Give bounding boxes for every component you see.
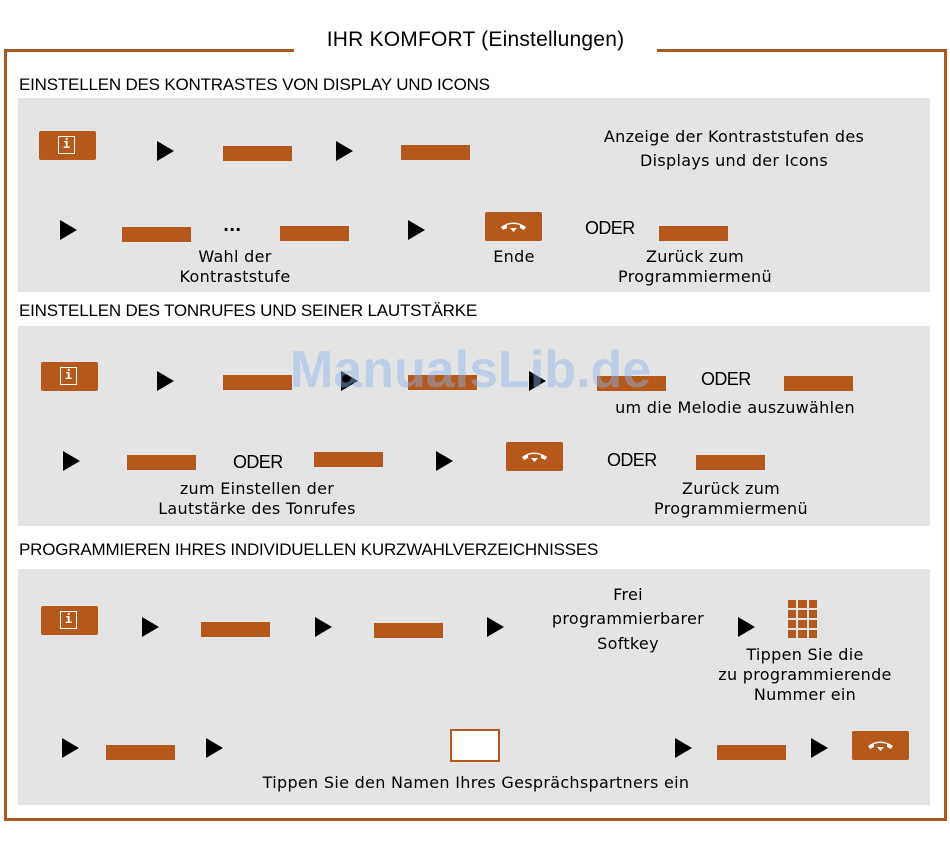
oder-label: ODER (585, 218, 635, 238)
section-panel-contrast: i Anzeige der Kontraststufen des Display… (18, 98, 930, 292)
hangup-key[interactable] (852, 731, 909, 760)
volume-label-line-1: zum Einstellen der (179, 479, 335, 498)
softkey-label-line-2: programmierbarer (551, 609, 705, 628)
oder-label: ODER (701, 369, 751, 389)
section-heading-contrast: EINSTELLEN DES KONTRASTES VON DISPLAY UN… (19, 75, 490, 94)
section-heading-speed-dial: PROGRAMMIEREN IHRES INDIVIDUELLEN KURZWA… (19, 540, 599, 559)
contrast-choice-line-1: Wahl der (198, 247, 272, 266)
contrast-info-line-2: Displays und der Icons (640, 151, 828, 170)
softkey[interactable] (784, 376, 853, 391)
end-label: Ende (493, 247, 535, 266)
oder-label: ODER (607, 450, 657, 470)
back-label-line-1: Zurück zum (645, 247, 745, 266)
softkey-label-line-3: Softkey (597, 634, 659, 653)
arrow-icon (315, 617, 332, 637)
softkey[interactable] (223, 146, 292, 161)
arrow-icon (336, 141, 353, 161)
section-panel-ringtone: i ODER um die Melodie auszuwählen ODER O… (18, 326, 930, 526)
softkey[interactable] (201, 622, 270, 637)
melody-label: um die Melodie auszuwählen (615, 398, 855, 417)
info-key[interactable]: i (41, 362, 98, 391)
softkey[interactable] (408, 375, 477, 390)
arrow-icon (408, 220, 425, 240)
hangup-key[interactable] (506, 442, 563, 471)
section-heading-ringtone: EINSTELLEN DES TONRUFES UND SEINER LAUTS… (19, 301, 477, 320)
handset-down-icon (868, 741, 893, 751)
softkey[interactable] (280, 226, 349, 241)
hangup-key[interactable] (485, 212, 542, 241)
name-input-field[interactable] (450, 729, 500, 762)
arrow-icon (157, 371, 174, 391)
info-key-icon: i (64, 368, 73, 382)
handset-down-icon (501, 222, 526, 232)
ellipsis: ... (223, 216, 242, 235)
info-key[interactable]: i (41, 606, 98, 635)
arrow-icon (436, 451, 453, 471)
number-label-line-2: zu programmierende (718, 665, 892, 684)
arrow-icon (738, 617, 755, 637)
arrow-icon (341, 371, 358, 391)
arrow-icon (811, 738, 828, 758)
info-key-icon: i (62, 137, 71, 151)
arrow-icon (157, 141, 174, 161)
watermark: ManualsLib.de (290, 341, 652, 399)
contrast-info-line-1: Anzeige der Kontraststufen des (603, 127, 865, 146)
contrast-choice-line-2: Kontraststufe (179, 267, 291, 286)
arrow-icon (206, 738, 223, 758)
arrow-icon (487, 617, 504, 637)
info-key[interactable]: i (39, 131, 96, 160)
arrow-icon (62, 738, 79, 758)
arrow-icon (142, 617, 159, 637)
softkey[interactable] (401, 145, 470, 160)
arrow-icon (675, 738, 692, 758)
softkey[interactable] (696, 455, 765, 470)
softkey[interactable] (717, 745, 786, 760)
arrow-icon (63, 451, 80, 471)
title-background (294, 22, 657, 62)
softkey-label-line-1: Frei (613, 585, 643, 604)
volume-label-line-2: Lautstärke des Tonrufes (158, 499, 356, 518)
softkey[interactable] (106, 745, 175, 760)
softkey[interactable] (122, 227, 191, 242)
oder-label: ODER (233, 452, 283, 472)
handset-down-icon (522, 452, 547, 462)
softkey[interactable] (597, 376, 666, 391)
keypad-icon (788, 600, 817, 638)
softkey[interactable] (314, 452, 383, 467)
name-label: Tippen Sie den Namen Ihres Gesprächspart… (262, 773, 690, 792)
softkey[interactable] (659, 226, 728, 241)
arrow-icon (60, 220, 77, 240)
page-title: IHR KOMFORT (Einstellungen) (326, 28, 625, 51)
softkey[interactable] (374, 623, 443, 638)
number-label-line-3: Nummer ein (753, 685, 857, 704)
softkey[interactable] (223, 375, 292, 390)
back-label-line-1: Zurück zum (681, 479, 781, 498)
arrow-icon (529, 371, 546, 391)
section-panel-speed-dial: i Frei programmierbarer Softkey Tippen S… (18, 569, 930, 805)
back-label-line-2: Programmiermenü (654, 499, 808, 518)
number-label-line-1: Tippen Sie die (746, 645, 864, 664)
info-key-icon: i (64, 612, 73, 626)
back-label-line-2: Programmiermenü (618, 267, 772, 286)
softkey[interactable] (127, 455, 196, 470)
